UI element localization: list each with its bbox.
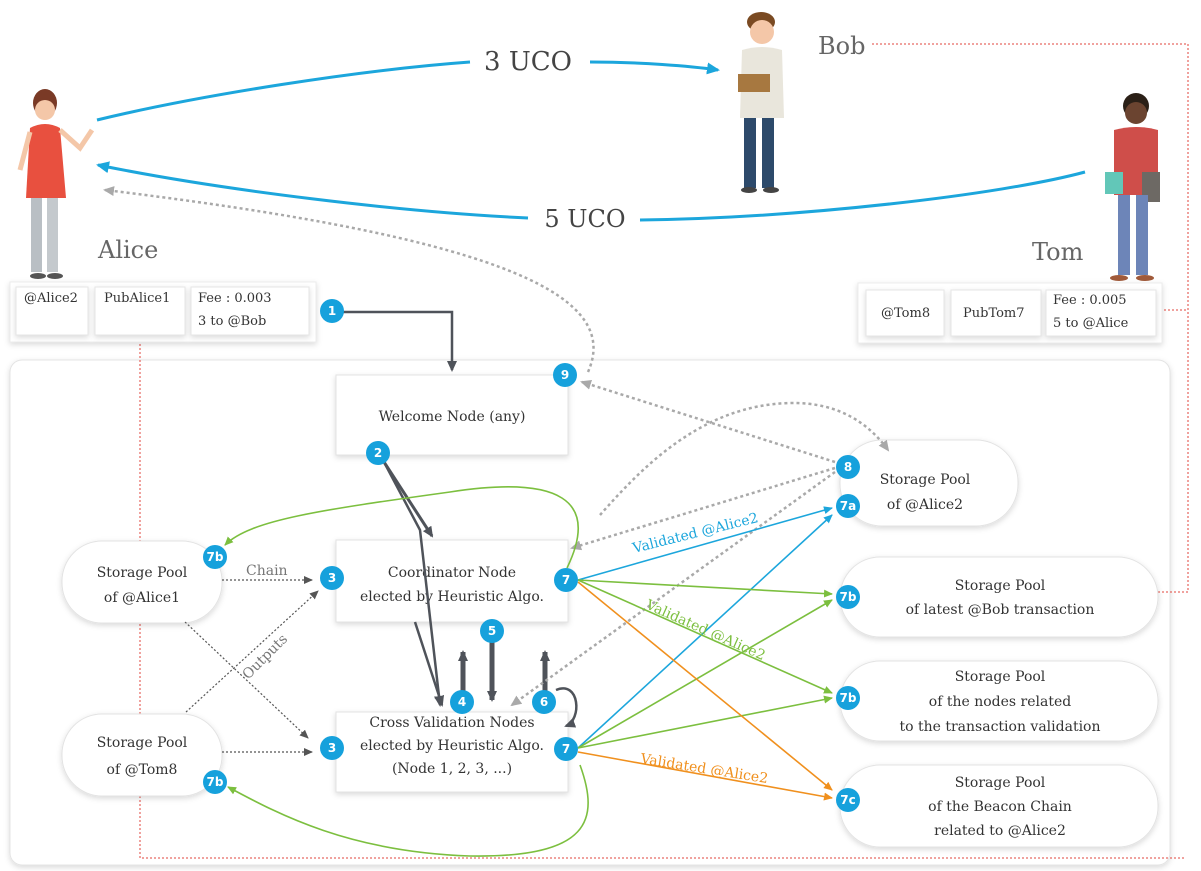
- transfer-arrow-alice-bob: [96, 60, 471, 122]
- svg-text:elected by Heuristic Algo.: elected by Heuristic Algo.: [360, 589, 544, 605]
- svg-text:8: 8: [844, 460, 852, 474]
- svg-text:Cross Validation Nodes: Cross Validation Nodes: [369, 715, 534, 731]
- badge-5: 5: [480, 619, 504, 643]
- svg-text:Storage Pool: Storage Pool: [955, 669, 1046, 685]
- badge-6: 6: [532, 690, 556, 714]
- svg-text:7a: 7a: [840, 499, 856, 513]
- cross-validation-nodes: Cross Validation Nodes elected by Heuris…: [335, 711, 569, 793]
- svg-text:9: 9: [561, 368, 569, 382]
- svg-text:3: 3: [328, 571, 336, 585]
- svg-text:3: 3: [328, 741, 336, 755]
- svg-text:7b: 7b: [840, 590, 857, 604]
- svg-text:Coordinator Node: Coordinator Node: [388, 565, 516, 581]
- svg-text:Storage Pool: Storage Pool: [955, 578, 1046, 594]
- chain-label: Chain: [246, 563, 288, 579]
- svg-text:of @Tom8: of @Tom8: [107, 762, 178, 778]
- storage-pool-alice1: Storage Pool of @Alice1: [61, 540, 223, 624]
- svg-text:related to @Alice2: related to @Alice2: [934, 823, 1066, 839]
- alice-transaction: @Alice2 PubAlice1 Fee : 0.003 3 to @Bob: [9, 281, 317, 343]
- badge-3-coordinator: 3: [320, 566, 344, 590]
- arrow-step1: [340, 310, 457, 372]
- badge-7a: 7a: [836, 494, 860, 518]
- svg-text:4: 4: [458, 695, 466, 709]
- badge-2: 2: [366, 441, 390, 465]
- alice-name: Alice: [97, 236, 158, 264]
- svg-text:Storage Pool: Storage Pool: [880, 472, 971, 488]
- badge-7-cross: 7: [554, 737, 578, 761]
- svg-text:of latest @Bob transaction: of latest @Bob transaction: [906, 602, 1095, 618]
- tom-fee: Fee : 0.005: [1053, 293, 1127, 308]
- transfer-label-5uco: 5 UCO: [544, 205, 625, 233]
- svg-text:Storage Pool: Storage Pool: [97, 565, 188, 581]
- badge-7b-alice1: 7b: [203, 545, 227, 569]
- tom-name: Tom: [1032, 238, 1084, 266]
- svg-text:Welcome Node (any): Welcome Node (any): [379, 409, 526, 425]
- svg-text:2: 2: [374, 446, 382, 460]
- transfer-arrow-alice-bob-head: [589, 60, 720, 75]
- svg-text:7b: 7b: [840, 691, 857, 705]
- badge-7b-bob: 7b: [836, 585, 860, 609]
- svg-text:of @Alice2: of @Alice2: [887, 497, 963, 513]
- svg-text:1: 1: [328, 304, 336, 318]
- badge-7b-tom8: 7b: [203, 770, 227, 794]
- coordinator-node: Coordinator Node elected by Heuristic Al…: [335, 539, 569, 623]
- transfer-arrow-tom-alice-head: [96, 161, 529, 220]
- tom-pubkey: PubTom7: [963, 306, 1025, 321]
- transfer-label-3uco: 3 UCO: [484, 47, 572, 77]
- tom-detail: 5 to @Alice: [1053, 316, 1129, 331]
- dotted-inputs: [184, 576, 319, 756]
- alice-figure: [17, 89, 95, 279]
- storage-pool-nodes: Storage Pool of the nodes related to the…: [839, 660, 1159, 742]
- bob-name: Bob: [818, 32, 865, 60]
- red-dotted-connectors: [139, 43, 1189, 859]
- alice-fee: Fee : 0.003: [198, 291, 272, 306]
- svg-text:5: 5: [488, 624, 496, 638]
- svg-text:7c: 7c: [840, 793, 855, 807]
- dark-arrows: [382, 461, 578, 728]
- svg-text:Storage Pool: Storage Pool: [97, 735, 188, 751]
- svg-text:7b: 7b: [207, 550, 224, 564]
- badge-4: 4: [450, 690, 474, 714]
- bob-figure: [738, 12, 784, 193]
- validation-arrows: [224, 486, 833, 857]
- grey-dotted-arrows: [510, 379, 890, 707]
- badge-3-cross: 3: [320, 736, 344, 760]
- svg-text:7: 7: [562, 742, 570, 756]
- svg-text:to the transaction validation: to the transaction validation: [899, 719, 1100, 735]
- svg-text:elected by Heuristic Algo.: elected by Heuristic Algo.: [360, 738, 544, 754]
- storage-pool-bob: Storage Pool of latest @Bob transaction: [839, 556, 1159, 638]
- badge-7b-nodes: 7b: [836, 686, 860, 710]
- svg-text:6: 6: [540, 695, 548, 709]
- storage-pool-beacon: Storage Pool of the Beacon Chain related…: [839, 764, 1159, 848]
- alice-detail: 3 to @Bob: [198, 314, 266, 329]
- svg-text:of @Alice1: of @Alice1: [104, 590, 180, 606]
- svg-text:7: 7: [562, 573, 570, 587]
- svg-text:of the nodes related: of the nodes related: [929, 694, 1071, 710]
- badge-7c: 7c: [836, 788, 860, 812]
- badge-7-coordinator: 7: [554, 568, 578, 592]
- tom-address: @Tom8: [881, 306, 930, 321]
- svg-text:7b: 7b: [207, 775, 224, 789]
- svg-text:Storage Pool: Storage Pool: [955, 775, 1046, 791]
- alice-pubkey: PubAlice1: [104, 291, 170, 306]
- transfer-arrow-tom-alice: [639, 170, 1086, 222]
- badge-1: 1: [320, 299, 344, 323]
- storage-pool-tom8: Storage Pool of @Tom8: [61, 713, 223, 797]
- badge-8: 8: [836, 455, 860, 479]
- svg-text:of the Beacon Chain: of the Beacon Chain: [928, 799, 1072, 815]
- badge-9: 9: [553, 363, 577, 387]
- storage-pool-alice2: Storage Pool of @Alice2: [839, 439, 1019, 527]
- tom-transaction: @Tom8 PubTom7 Fee : 0.005 5 to @Alice: [857, 282, 1163, 344]
- alice-address: @Alice2: [24, 291, 78, 306]
- welcome-node: Welcome Node (any): [335, 374, 569, 456]
- svg-text:(Node 1, 2, 3, ...): (Node 1, 2, 3, ...): [392, 761, 512, 777]
- tom-figure: [1105, 93, 1160, 281]
- notify-alice-arrow: [103, 186, 595, 373]
